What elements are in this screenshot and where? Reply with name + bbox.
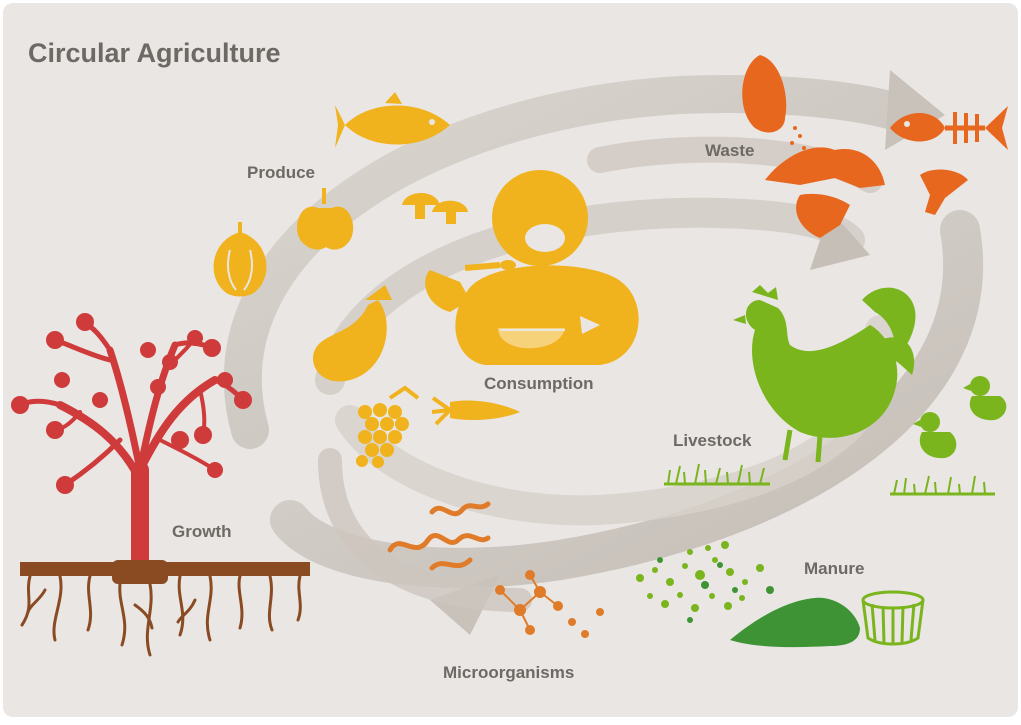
apple-icon (297, 188, 354, 250)
tree-icon (11, 313, 310, 657)
label-produce: Produce (247, 163, 315, 182)
dots-cloud-icon (636, 541, 774, 623)
label-manure: Manure (804, 559, 864, 578)
worm-icon (387, 533, 491, 553)
molecule-icon (495, 570, 604, 638)
manure-pile-icon (730, 597, 860, 648)
worm-icon (429, 557, 473, 571)
consumption-person-icon (425, 170, 639, 365)
grapes-icon (356, 385, 420, 468)
produce-group (213, 92, 520, 468)
arrow-swirl-top (224, 75, 924, 449)
worm-icon (429, 501, 491, 517)
bucket-icon (861, 590, 925, 646)
peel-icon (742, 55, 787, 133)
label-livestock: Livestock (673, 431, 752, 450)
label-consumption: Consumption (484, 374, 594, 393)
mushroom-icon (402, 192, 468, 224)
roots-icon (20, 560, 310, 657)
arrow-swirl-growth (318, 448, 532, 612)
eggplant-icon (313, 285, 392, 382)
waste-group (742, 55, 1008, 238)
diagram-title: Circular Agriculture (28, 38, 281, 68)
label-microorganisms: Microorganisms (443, 663, 574, 682)
chick-icon (963, 376, 1007, 421)
livestock-group (664, 285, 1007, 496)
fish-icon (335, 92, 450, 148)
label-growth: Growth (172, 522, 232, 541)
rooster-icon (733, 285, 916, 463)
manure-group (636, 541, 925, 648)
scraps-icon (765, 147, 968, 238)
label-waste: Waste (705, 141, 754, 160)
fish-bone-icon (890, 106, 1008, 150)
crumbs-icon (790, 126, 806, 150)
onion-icon (213, 222, 267, 297)
carrot-icon (431, 396, 520, 426)
chick-icon (913, 412, 957, 459)
grass-icon (664, 463, 995, 496)
microorganisms-group (387, 501, 604, 638)
